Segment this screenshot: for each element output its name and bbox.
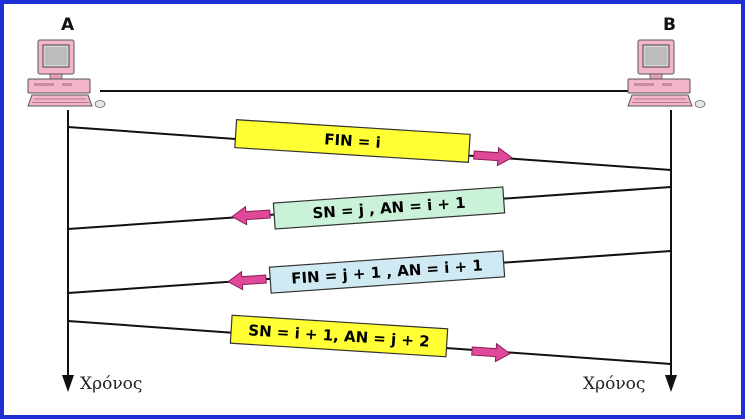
computer-b-icon <box>627 39 706 108</box>
direction-arrow-left-icon <box>226 269 268 292</box>
time-label-b: Χρόνος <box>583 374 645 394</box>
message-sn-i1-an-j2: SN = i + 1, AN = j + 2 <box>67 314 672 365</box>
message-label-box <box>234 119 471 163</box>
message-label: FIN = i <box>324 130 382 152</box>
message-sn-j-an-i1: SN = j , AN = i + 1 <box>67 186 672 230</box>
timeline-b-arrowhead <box>665 375 677 392</box>
message-fin-j1-an-i1: FIN = j + 1 , AN = i + 1 <box>67 250 672 294</box>
node-a-label: A <box>61 15 75 35</box>
time-label-a: Χρόνος <box>80 374 142 394</box>
message-label-box <box>229 314 449 358</box>
computer-a-icon <box>27 39 106 108</box>
direction-arrow-right-icon <box>472 145 514 168</box>
message-label-box <box>268 250 506 294</box>
message-label-box <box>272 186 506 230</box>
timeline-a-arrowhead <box>62 375 74 392</box>
direction-arrow-left-icon <box>230 204 272 227</box>
node-b-label: B <box>663 15 676 35</box>
direction-arrow-right-icon <box>470 341 512 364</box>
message-fin-i: FIN = i <box>67 119 672 171</box>
